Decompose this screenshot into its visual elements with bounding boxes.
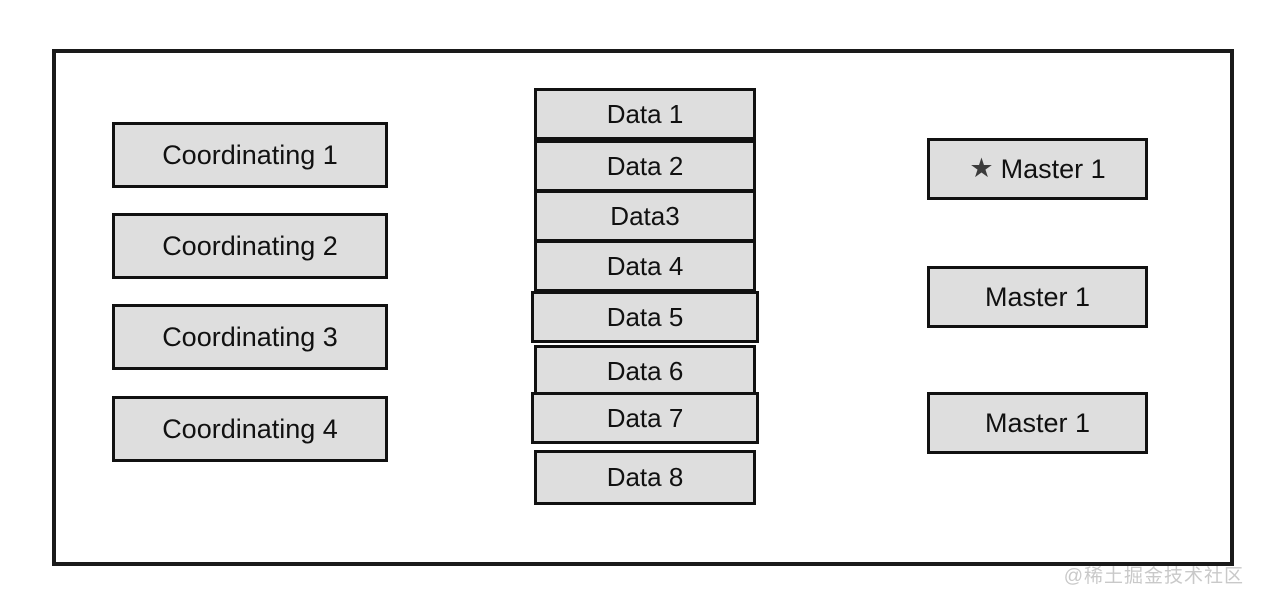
data-node-2-label: Data 2 bbox=[606, 150, 684, 181]
cluster-frame bbox=[52, 49, 1234, 566]
data-node-8[interactable]: Data 8 bbox=[534, 450, 756, 505]
master-node-1-label: Master 1 bbox=[1000, 153, 1106, 184]
data-node-3[interactable]: Data3 bbox=[534, 190, 756, 242]
star-icon: ★ bbox=[969, 152, 994, 183]
data-node-4[interactable]: Data 4 bbox=[534, 240, 756, 292]
coordinating-node-3[interactable]: Coordinating 3 bbox=[112, 304, 388, 370]
master-node-3[interactable]: Master 1 bbox=[927, 392, 1148, 454]
data-node-5-label: Data 5 bbox=[606, 301, 684, 332]
data-node-7[interactable]: Data 7 bbox=[531, 392, 759, 444]
master-node-2[interactable]: Master 1 bbox=[927, 266, 1148, 328]
coordinating-node-3-label: Coordinating 3 bbox=[162, 321, 338, 352]
data-node-3-label: Data3 bbox=[610, 200, 680, 231]
data-node-1[interactable]: Data 1 bbox=[534, 88, 756, 140]
coordinating-node-4[interactable]: Coordinating 4 bbox=[112, 396, 388, 462]
master-node-2-label: Master 1 bbox=[984, 281, 1091, 312]
coordinating-node-1[interactable]: Coordinating 1 bbox=[112, 122, 388, 188]
master-node-1[interactable]: ★Master 1 bbox=[927, 138, 1148, 200]
coordinating-node-2[interactable]: Coordinating 2 bbox=[112, 213, 388, 279]
coordinating-node-4-label: Coordinating 4 bbox=[162, 413, 338, 444]
data-node-4-label: Data 4 bbox=[606, 250, 684, 281]
data-node-5[interactable]: Data 5 bbox=[531, 291, 759, 343]
data-node-1-label: Data 1 bbox=[606, 98, 684, 129]
master-node-3-label: Master 1 bbox=[984, 407, 1091, 438]
data-node-2[interactable]: Data 2 bbox=[534, 140, 756, 192]
data-node-8-label: Data 8 bbox=[606, 462, 684, 492]
coordinating-node-1-label: Coordinating 1 bbox=[162, 139, 338, 170]
data-node-6-label: Data 6 bbox=[606, 355, 684, 386]
coordinating-node-2-label: Coordinating 2 bbox=[162, 230, 338, 261]
master-node-1-content: ★Master 1 bbox=[969, 152, 1106, 184]
data-node-7-label: Data 7 bbox=[606, 402, 684, 433]
data-node-6[interactable]: Data 6 bbox=[534, 345, 756, 397]
watermark: @稀土掘金技术社区 bbox=[1063, 566, 1244, 587]
